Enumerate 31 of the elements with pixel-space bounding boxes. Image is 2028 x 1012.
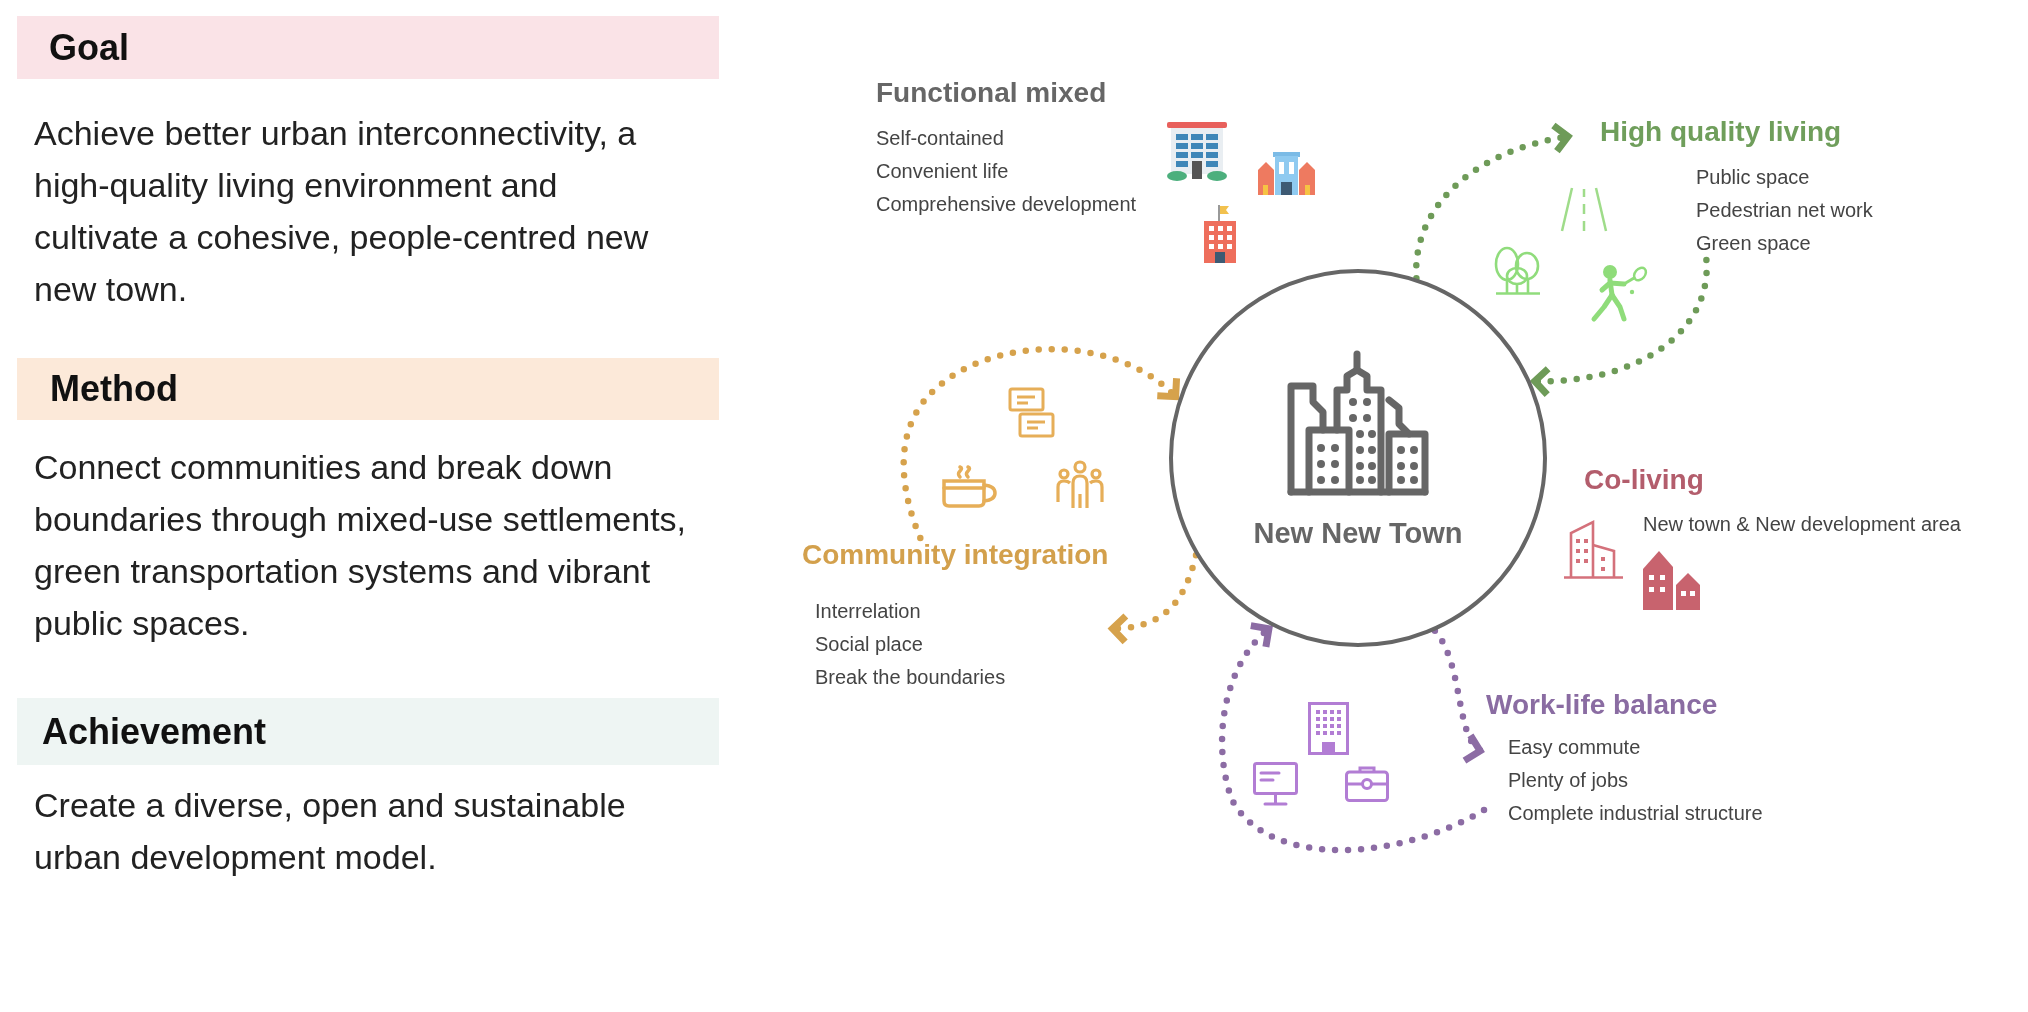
theme-item: Convenient life xyxy=(876,159,1009,184)
theme-item: Comprehensive development xyxy=(876,192,1137,217)
section-heading: Achievement xyxy=(42,709,267,754)
theme-title: High quality living xyxy=(1600,115,1842,149)
theme-item: Complete industrial structure xyxy=(1508,801,1763,826)
theme-item: Social place xyxy=(815,632,923,657)
theme-item: Easy commute xyxy=(1508,735,1641,760)
theme-item: Plenty of jobs xyxy=(1508,768,1629,793)
dotted-arrow xyxy=(1218,623,1488,854)
theme-item: Interrelation xyxy=(815,599,921,624)
hub-label: New New Town xyxy=(1253,516,1463,550)
section-heading: Method xyxy=(50,367,178,411)
section-text: Create a diverse, open and sustainable urban development model. xyxy=(34,785,627,878)
theme-title: Work-life balance xyxy=(1486,688,1718,722)
theme-title: Co-living xyxy=(1584,463,1704,497)
theme-item: New town & New development area xyxy=(1643,512,1961,537)
theme-item: Public space xyxy=(1696,165,1810,190)
theme-title: Functional mixed xyxy=(876,76,1107,110)
section-text: Achieve better urban interconnectivity, a high-quality living environment and cultivate a cohesive, people-centred new new town. xyxy=(34,113,650,310)
theme-item: Pedestrian net work xyxy=(1696,198,1873,223)
theme-item: Green space xyxy=(1696,231,1811,256)
section-text: Connect communities and break down boundaries through mixed-use settlements, green transportation systems and vibrant public spaces. xyxy=(34,447,688,644)
heading-band xyxy=(17,358,719,420)
theme-item: Self-contained xyxy=(876,126,1004,151)
dotted-arrow xyxy=(900,346,1182,542)
section-heading: Goal xyxy=(49,25,129,70)
hub-circle xyxy=(1169,269,1547,647)
theme-title: Community integration xyxy=(802,538,1109,572)
heading-band xyxy=(17,16,719,79)
dotted-arrow xyxy=(1105,552,1200,645)
theme-item: Break the boundaries xyxy=(815,665,1006,690)
